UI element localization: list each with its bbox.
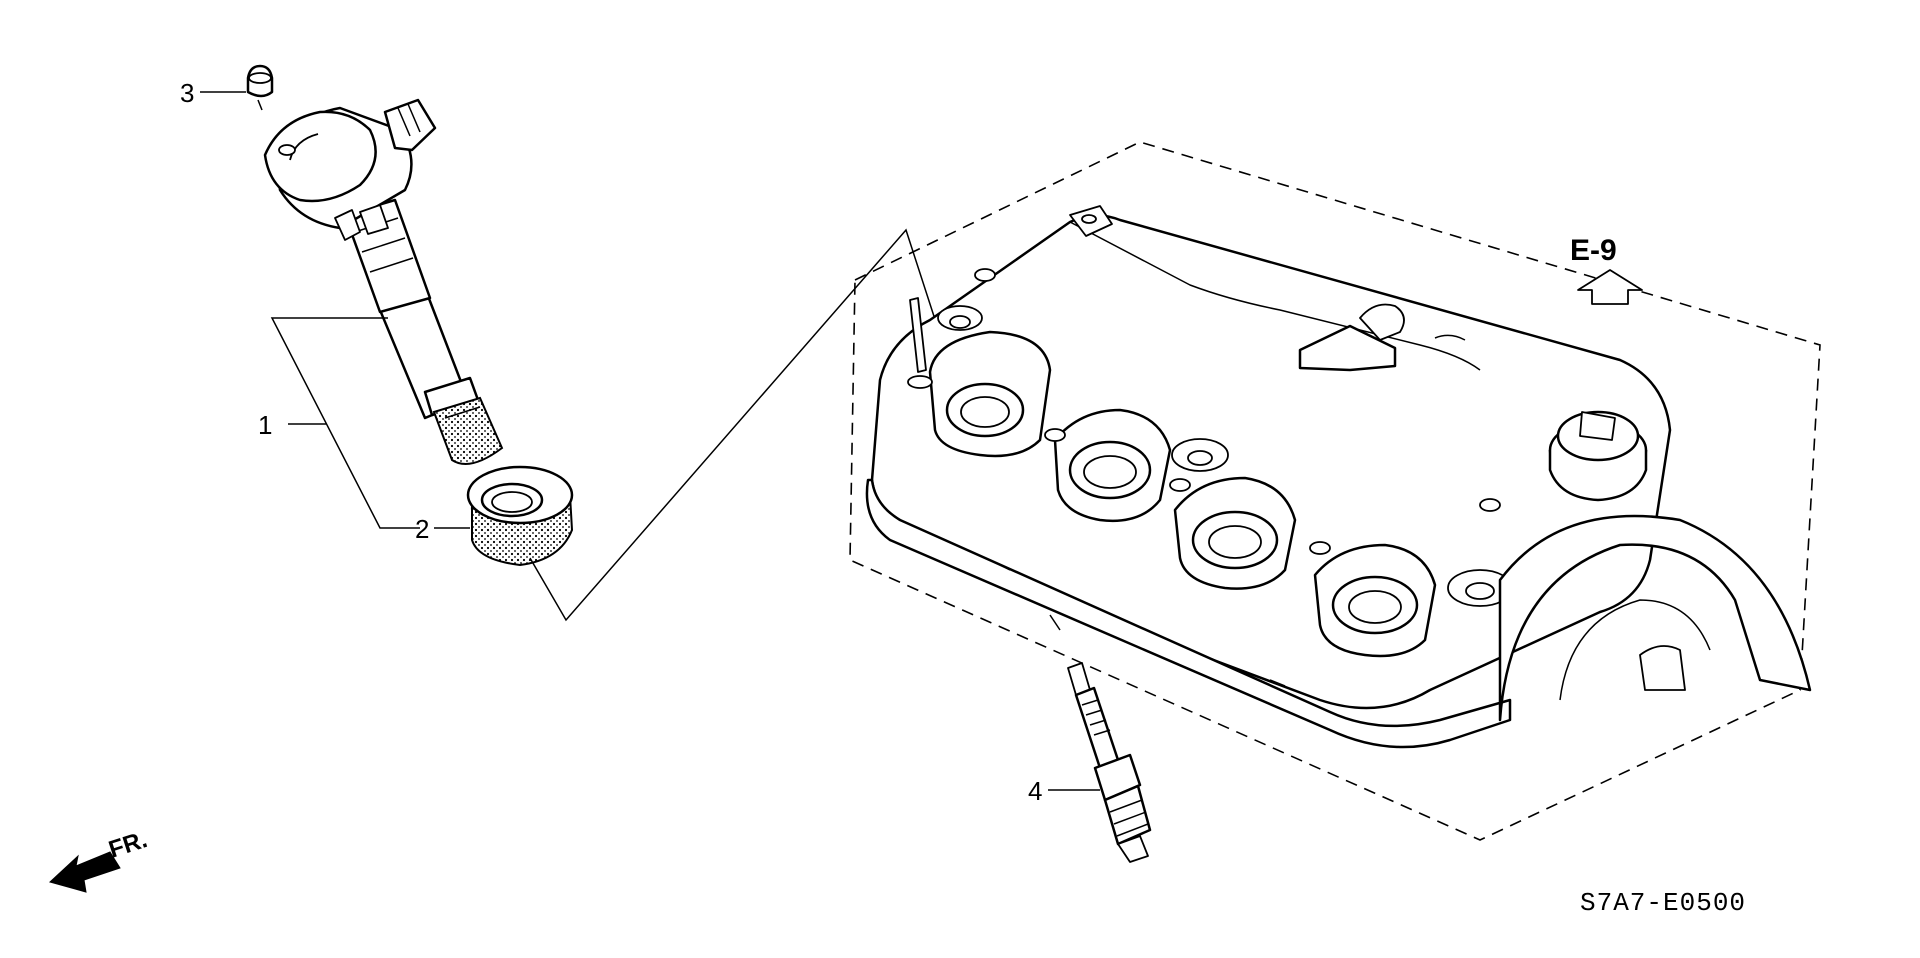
front-arrow-icon xyxy=(49,851,121,893)
front-label: FR. xyxy=(106,826,151,864)
callout-number-4: 4 xyxy=(1028,776,1042,806)
diagram-code: S7A7-E0500 xyxy=(1580,888,1746,918)
up-arrow-icon xyxy=(1577,269,1643,305)
plug-hole-3 xyxy=(1173,476,1297,590)
valve-cover xyxy=(865,205,1812,749)
callout-number-2: 2 xyxy=(415,514,429,544)
oil-filler-cap xyxy=(1548,410,1648,502)
spark-plug-part xyxy=(1049,614,1152,863)
callout-bracket xyxy=(270,317,420,529)
callout-4: 4 xyxy=(1028,776,1100,806)
callout-3: 3 xyxy=(180,78,246,108)
reference-e9: E-9 xyxy=(1570,234,1643,305)
callout-2: 2 xyxy=(415,514,470,544)
reference-label: E-9 xyxy=(1570,234,1617,267)
callout-number-3: 3 xyxy=(180,78,194,108)
coil-seal-part xyxy=(466,465,574,567)
stud-bolts xyxy=(907,268,1501,555)
ignition-coil xyxy=(263,98,504,465)
callout-number-1: 1 xyxy=(258,410,272,440)
front-direction: FR. xyxy=(49,826,151,893)
callout-1: 1 xyxy=(258,410,326,440)
plug-hole-2 xyxy=(1053,408,1229,522)
plug-hole-1 xyxy=(928,305,1052,458)
plug-hole-4 xyxy=(1313,543,1513,658)
valve-cover-outline xyxy=(849,141,1821,841)
bolt-part xyxy=(246,64,274,111)
